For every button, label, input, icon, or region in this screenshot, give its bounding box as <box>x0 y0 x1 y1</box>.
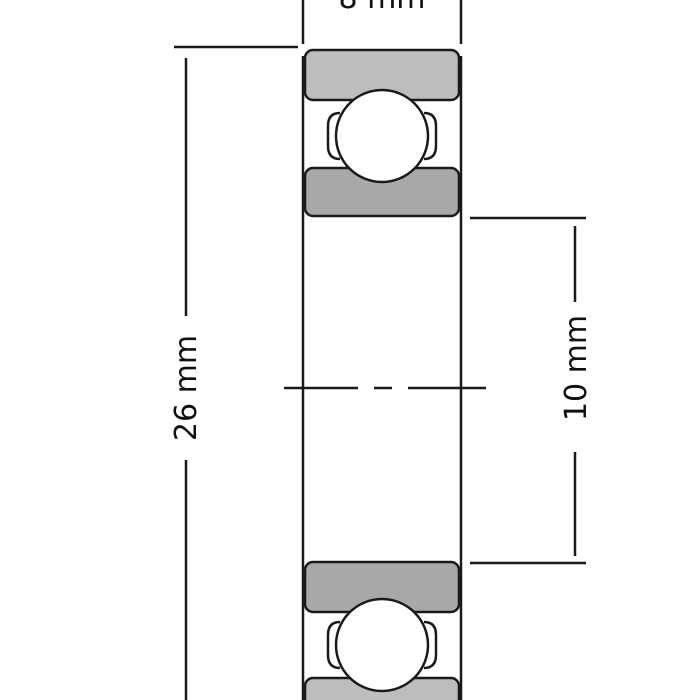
upper-ball <box>334 88 430 184</box>
lower-ball <box>334 597 430 693</box>
lower-cage-right <box>423 620 438 670</box>
upper-cage-right <box>423 111 438 161</box>
upper-cage-left <box>326 111 341 161</box>
lower-cage-left <box>326 620 341 670</box>
outer-diameter-label: 26 mm <box>169 335 204 441</box>
width-label: 8 mm <box>338 0 425 16</box>
bore-diameter-label: 10 mm <box>559 315 594 421</box>
